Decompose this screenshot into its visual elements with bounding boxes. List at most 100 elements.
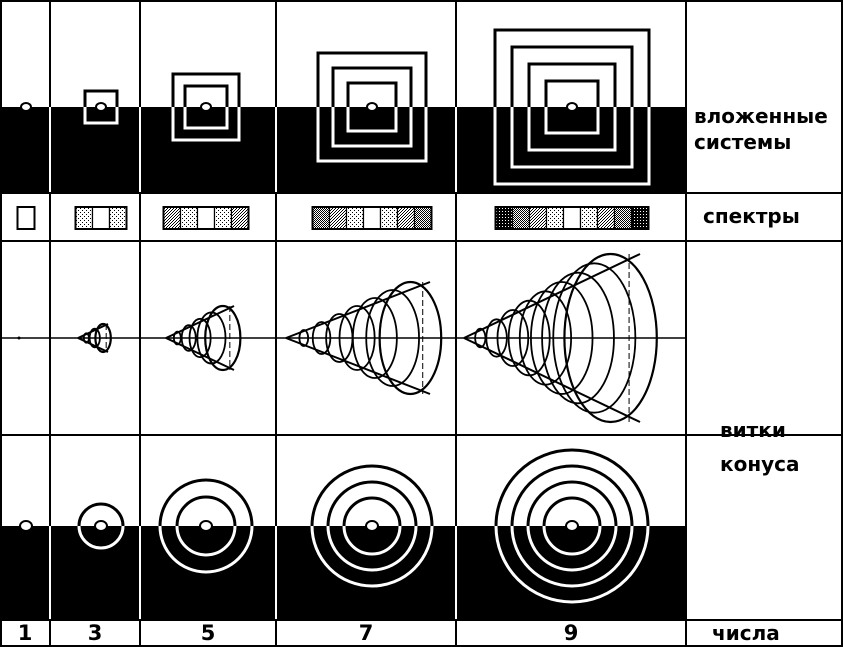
concentric-circle [526, 525, 618, 572]
concentric-circle [310, 464, 434, 527]
concentric-circle [326, 480, 418, 527]
label-cone-line2: конуса [720, 452, 800, 476]
core-eye [20, 102, 32, 112]
cone-turn [94, 322, 112, 354]
core-eye [19, 520, 33, 532]
spectrum-cell [91, 206, 111, 230]
cone-turn [298, 329, 310, 347]
core-eye [199, 520, 213, 532]
spectrum-cell [613, 206, 633, 230]
cone-turn [188, 317, 212, 359]
concentric-circle [342, 525, 402, 556]
nested-square [331, 107, 413, 148]
nested-systems-row [20, 28, 651, 186]
concentric-circle [175, 495, 237, 527]
nested-square [331, 66, 413, 107]
concentric-circle [158, 478, 254, 527]
cone-edge [285, 281, 431, 339]
spectrum-cell [579, 206, 599, 230]
cone-edge [77, 323, 109, 339]
cone-turn [378, 280, 443, 396]
concentric-circle [510, 464, 634, 527]
core-eye [95, 102, 107, 112]
spectrum-cell [494, 206, 514, 230]
nested-square [493, 107, 651, 186]
cone-turn [88, 327, 101, 349]
nested-square [316, 107, 428, 163]
spectrum-cell [545, 206, 565, 230]
nested-square [183, 107, 229, 130]
concentric-circle [342, 496, 402, 527]
cone-turn [530, 281, 594, 395]
core-eye [94, 520, 108, 532]
nested-square [544, 107, 600, 135]
cone-turn [338, 305, 376, 371]
column-number-3: 3 [87, 621, 103, 645]
concentric-circle [494, 448, 650, 527]
concentric-circle [526, 480, 618, 527]
concentric-circle [510, 525, 634, 588]
cone-turn [563, 252, 658, 424]
nested-square [346, 81, 398, 107]
spectrum-cell [562, 206, 582, 230]
concentric-circle [310, 525, 434, 588]
cone-turn [351, 297, 398, 379]
concentric-circle [77, 525, 125, 550]
spectrum-cell [396, 206, 416, 230]
core-eye [365, 520, 379, 532]
core-eye [565, 520, 579, 532]
label-cone-line1: витки [720, 418, 786, 442]
nested-square [171, 72, 241, 107]
cone-turn [311, 321, 332, 355]
concentric-circle [77, 502, 125, 527]
spectrum-cell [596, 206, 616, 230]
spectrum-cell [630, 206, 650, 230]
spectrum-cell [230, 206, 250, 230]
column-number-7: 7 [358, 621, 374, 645]
spectrum-cell [108, 206, 128, 230]
spectrum-frame [162, 206, 250, 230]
concentric-circle [158, 525, 254, 574]
nested-square [510, 45, 634, 107]
concentric-circle [542, 496, 602, 527]
cone-turn [365, 289, 420, 387]
core-eye [566, 102, 578, 112]
nested-square [171, 107, 241, 142]
cone-turn [552, 262, 637, 414]
cone-turn [485, 318, 508, 358]
spectrum-cell [328, 206, 348, 230]
spectrum-frame [311, 206, 433, 230]
cone-edge [463, 253, 641, 339]
spectra-row [16, 206, 650, 230]
nested-square [316, 51, 428, 107]
spectrum-cell [311, 206, 331, 230]
nested-square [493, 28, 651, 107]
nested-square [527, 62, 617, 107]
nested-square [83, 89, 119, 107]
spectrum-cell [196, 206, 216, 230]
nested-square [183, 84, 229, 107]
core-eye [366, 102, 378, 112]
column-number-5: 5 [200, 621, 216, 645]
spectrum-cell [511, 206, 531, 230]
nested-square [544, 79, 600, 107]
spectrum-cell [379, 206, 399, 230]
spectrum-cell [362, 206, 382, 230]
cone-turn [204, 304, 242, 372]
spectrum-cell [528, 206, 548, 230]
column-number-9: 9 [563, 621, 579, 645]
spectrum-cell [16, 206, 36, 230]
nested-square [510, 107, 634, 169]
cone-edge [77, 337, 109, 353]
cone-edge [463, 337, 641, 423]
concentric-circle [326, 525, 418, 572]
spectrum-cell [179, 206, 199, 230]
label-nested-systems-line2: системы [694, 130, 792, 154]
spectrum-cell [413, 206, 433, 230]
spectrum-frame [494, 206, 650, 230]
concentric-circle [494, 525, 650, 604]
cone-edge [285, 337, 431, 395]
circles-dark-half [2, 526, 685, 620]
